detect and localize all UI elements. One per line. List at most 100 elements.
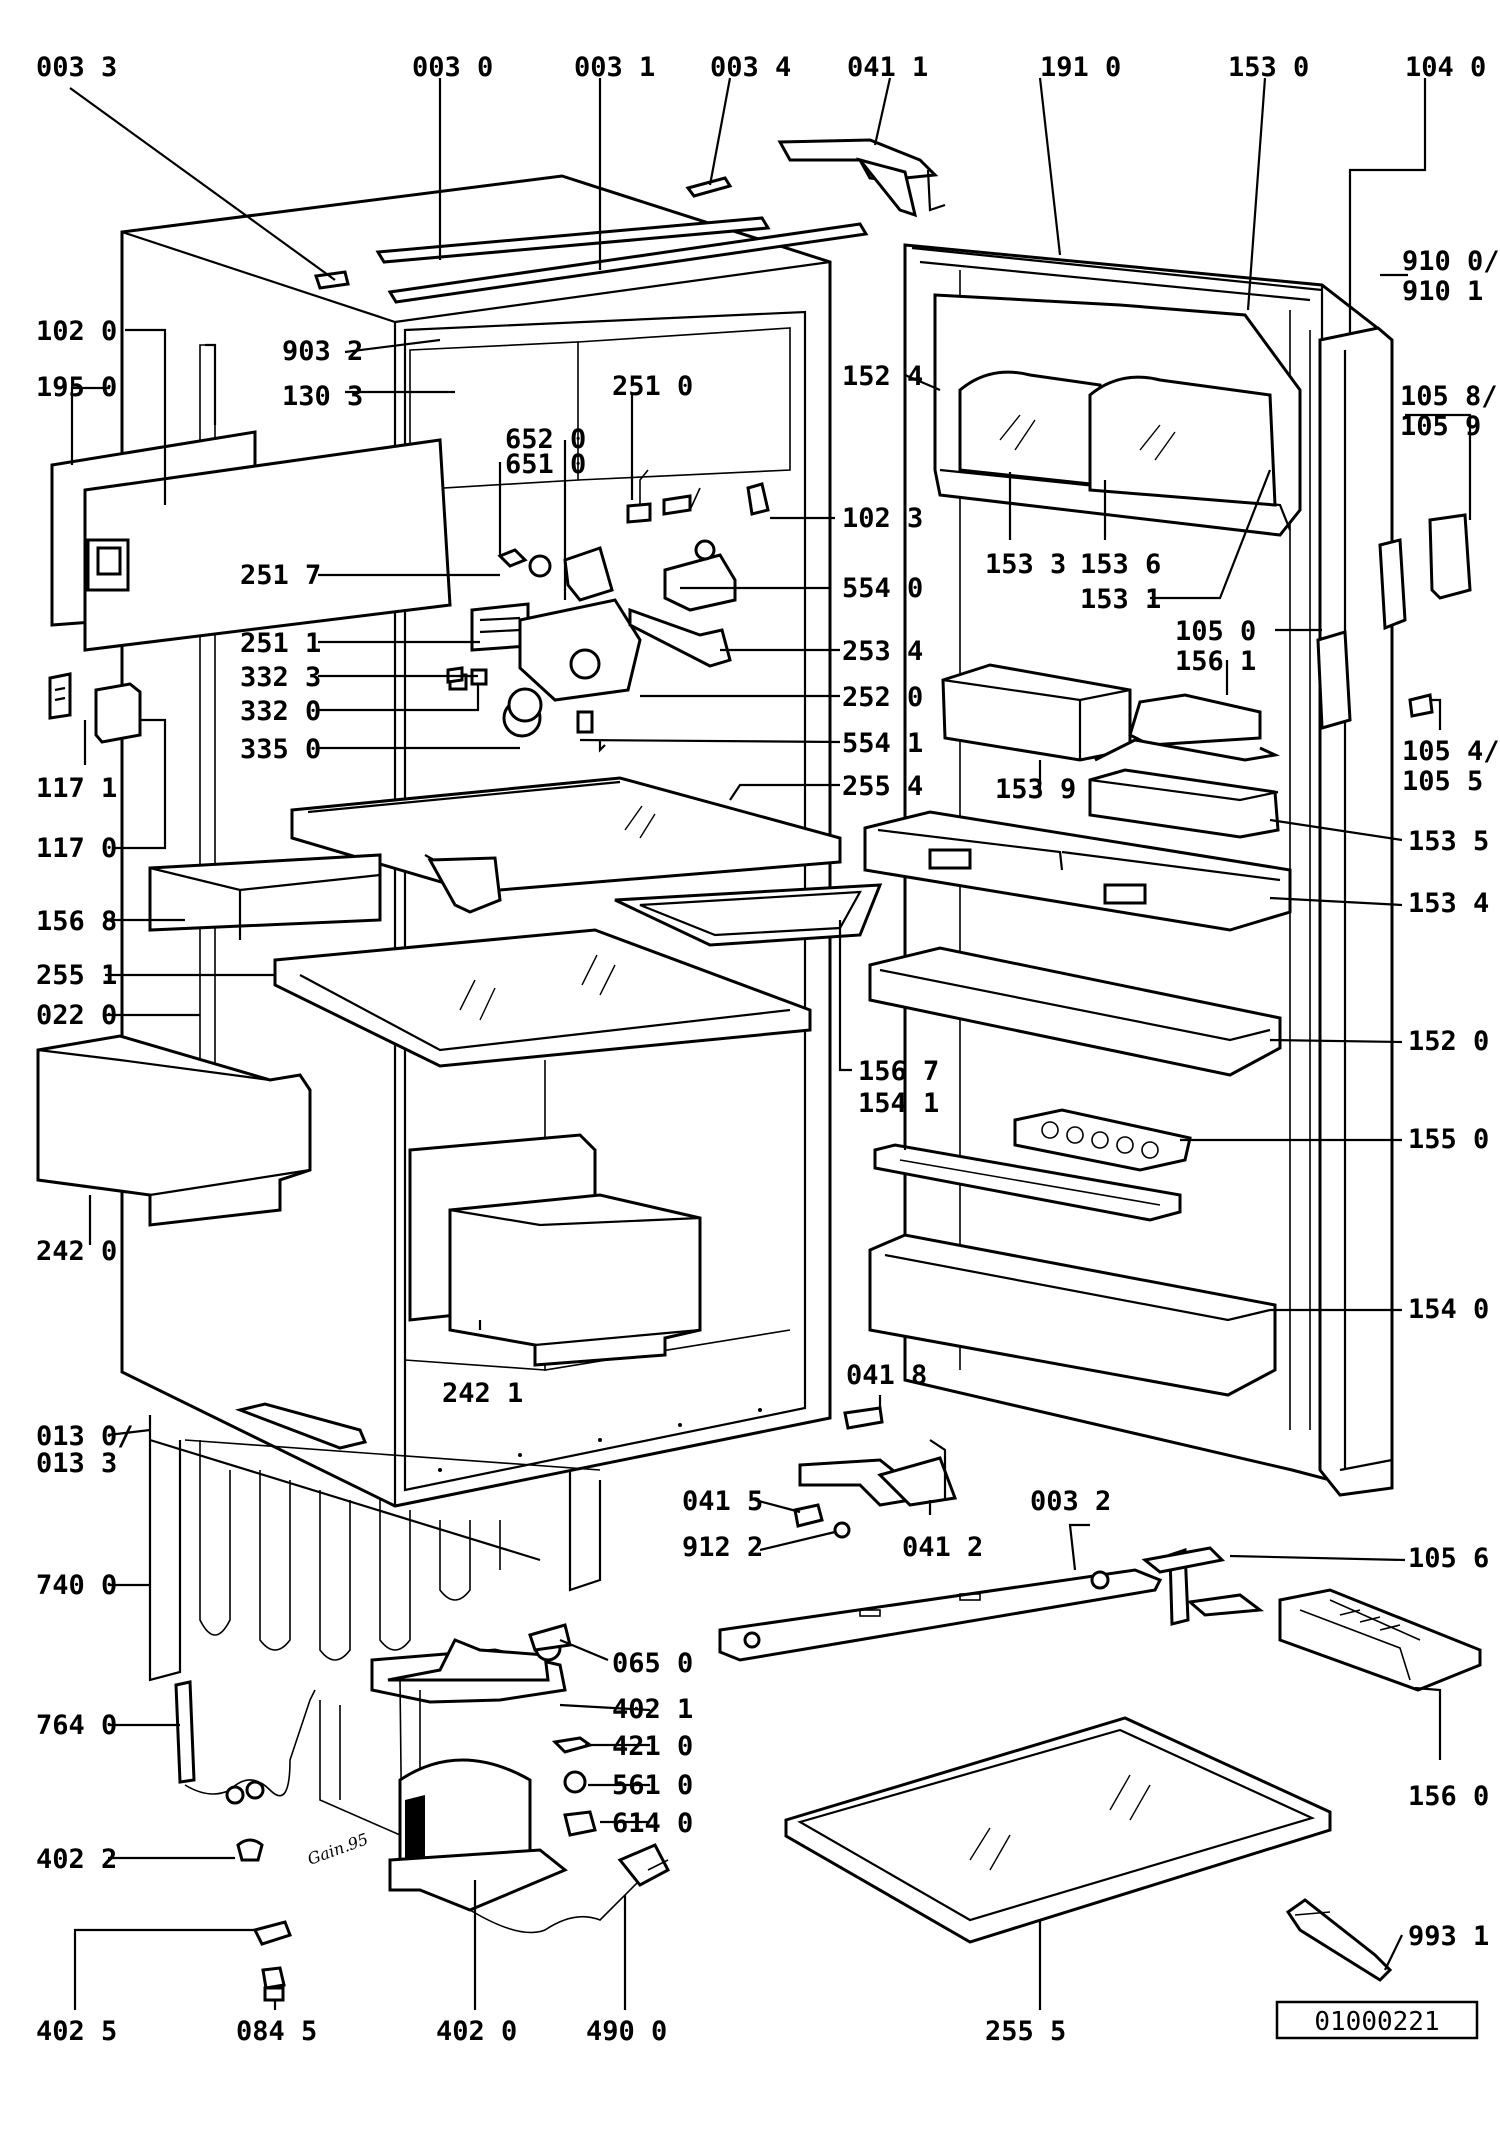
label-105-8: 105 8/ (1400, 381, 1498, 412)
crisper-bins (36, 1034, 702, 1367)
label-104-0: 104 0 (1405, 52, 1486, 83)
label-253-4: 253 4 (842, 636, 923, 667)
label-255-1: 255 1 (36, 960, 117, 991)
label-614-0: 614 0 (612, 1808, 693, 1839)
label-191-0: 191 0 (1040, 52, 1121, 83)
label-251-7: 251 7 (240, 560, 321, 591)
lamp-parts (48, 666, 543, 744)
kick-plate (718, 1568, 1163, 1662)
door-shelves (863, 810, 1292, 1397)
label-105-0: 105 0 (1175, 616, 1256, 647)
label-003-4: 003 4 (710, 52, 791, 83)
label-251-1: 251 1 (240, 628, 321, 659)
drier-filter (174, 1680, 316, 1805)
handwritten-note: Gain.95 (305, 1829, 371, 1868)
label-013-3: 013 3 (36, 1448, 117, 1479)
top-hinge (777, 138, 946, 218)
label-117-0: 117 0 (36, 833, 117, 864)
label-105-5: 105 5 (1402, 766, 1483, 797)
ice-tray (1278, 1588, 1482, 1692)
door-side-hinges (1141, 513, 1472, 1626)
label-903-2: 903 2 (282, 336, 363, 367)
label-490-0: 490 0 (586, 2016, 667, 2047)
upper-glass-shelf (148, 776, 883, 1068)
control-panel (50, 343, 452, 652)
label-041-8: 041 8 (846, 1360, 927, 1391)
label-652-0: 652 0 (505, 424, 586, 455)
label-421-0: 421 0 (612, 1731, 693, 1762)
label-402-2: 402 2 (36, 1844, 117, 1875)
label-402-1: 402 1 (612, 1694, 693, 1725)
label-153-9: 153 9 (995, 774, 1076, 805)
label-764-0: 764 0 (36, 1710, 117, 1741)
label-156-8: 156 8 (36, 906, 117, 937)
label-153-5: 153 5 (1408, 826, 1489, 857)
label-041-2: 041 2 (902, 1532, 983, 1563)
drawing-ref-number: 01000221 (1314, 2007, 1439, 2037)
label-332-3: 332 3 (240, 662, 321, 693)
label-910-1: 910 1 (1402, 276, 1483, 307)
bottom-small-parts (252, 1920, 292, 2002)
label-740-0: 740 0 (36, 1570, 117, 1601)
label-993-1: 993 1 (1408, 1921, 1489, 1952)
label-153-4: 153 4 (1408, 888, 1489, 919)
label-041-5: 041 5 (682, 1486, 763, 1517)
label-554-1: 554 1 (842, 728, 923, 759)
label-252-0: 252 0 (842, 682, 923, 713)
condenser-coil (149, 1438, 602, 1661)
label-156-1: 156 1 (1175, 646, 1256, 677)
bottom-hinge (793, 1406, 958, 1539)
scraper (1285, 1898, 1393, 1982)
compressor (236, 1623, 671, 1934)
label-022-0: 022 0 (36, 1000, 117, 1031)
label-332-0: 332 0 (240, 696, 321, 727)
label-065-0: 065 0 (612, 1648, 693, 1679)
label-003-3: 003 3 (36, 52, 117, 83)
label-242-1: 242 1 (442, 1378, 523, 1409)
part-number-labels: 003 3 003 0 003 1 003 4 041 1 191 0 153 … (36, 52, 1500, 2047)
label-003-2: 003 2 (1030, 1486, 1111, 1517)
label-155-0: 155 0 (1408, 1124, 1489, 1155)
label-154-0: 154 0 (1408, 1294, 1489, 1325)
label-910-0: 910 0/ (1402, 246, 1500, 277)
label-154-1: 154 1 (858, 1088, 939, 1119)
label-153-3: 153 3 (985, 549, 1066, 580)
label-102-0: 102 0 (36, 316, 117, 347)
label-242-0: 242 0 (36, 1236, 117, 1267)
label-003-0: 003 0 (412, 52, 493, 83)
crisper-cover (784, 1716, 1332, 1944)
label-013-0: 013 0/ (36, 1421, 134, 1452)
top-trims (314, 176, 869, 304)
cabinet-bottom (148, 1402, 368, 1682)
label-255-4: 255 4 (842, 771, 923, 802)
label-117-1: 117 1 (36, 773, 117, 804)
label-153-6: 153 6 (1080, 549, 1161, 580)
label-912-2: 912 2 (682, 1532, 763, 1563)
leader-lines (69, 77, 1472, 2010)
label-003-1: 003 1 (574, 52, 655, 83)
label-554-0: 554 0 (842, 573, 923, 604)
label-105-6: 105 6 (1408, 1543, 1489, 1574)
label-195-0: 195 0 (36, 372, 117, 403)
label-156-7: 156 7 (858, 1056, 939, 1087)
drawing-ref-box (1275, 2000, 1479, 2040)
label-153-1: 153 1 (1080, 584, 1161, 615)
label-153-0: 153 0 (1228, 52, 1309, 83)
label-156-0: 156 0 (1408, 1781, 1489, 1812)
label-255-5: 255 5 (985, 2016, 1066, 2047)
label-651-0: 651 0 (505, 449, 586, 480)
label-105-9: 105 9 (1400, 411, 1481, 442)
label-152-0: 152 0 (1408, 1026, 1489, 1057)
label-251-0: 251 0 (612, 371, 693, 402)
label-130-3: 130 3 (282, 381, 363, 412)
label-152-4: 152 4 (842, 361, 923, 392)
label-402-0: 402 0 (436, 2016, 517, 2047)
label-084-5: 084 5 (236, 2016, 317, 2047)
label-561-0: 561 0 (612, 1770, 693, 1801)
label-105-4: 105 4/ (1402, 736, 1500, 767)
label-335-0: 335 0 (240, 734, 321, 765)
label-402-5: 402 5 (36, 2016, 117, 2047)
door-top-shelf (933, 293, 1302, 537)
label-041-1: 041 1 (847, 52, 928, 83)
